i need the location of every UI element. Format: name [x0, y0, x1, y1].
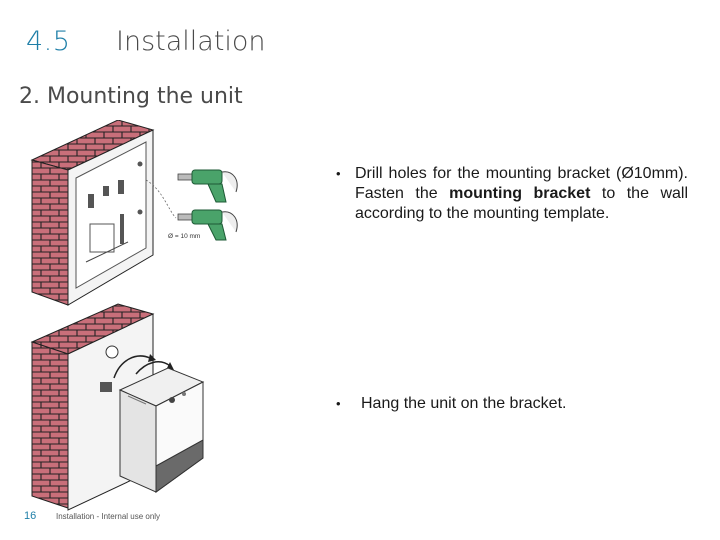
footer-note: Installation - Internal use only — [56, 512, 161, 521]
hang-scene — [30, 303, 205, 511]
step-drill-holes: • Drill holes for the mounting bracket (… — [336, 164, 688, 224]
section-number: 4.5 — [26, 26, 71, 57]
drill-icon — [177, 169, 238, 203]
mounting-diagram: Ø = 10 mm — [30, 119, 238, 511]
step-hang-unit: • Hang the unit on the bracket. — [336, 394, 688, 414]
drill-scene: Ø = 10 mm — [30, 119, 238, 306]
step-text: Hang the unit on the bracket. — [361, 395, 567, 412]
bullet-icon: • — [336, 396, 341, 411]
step-text: Drill holes for the mounting bracket (Ø1… — [355, 164, 688, 224]
subtitle: 2. Mounting the unit — [19, 84, 243, 109]
step-text-part: to the wall according to the mounting te… — [355, 185, 689, 222]
drill-size-label: Ø = 10 mm — [168, 233, 200, 240]
section-title: Installation — [116, 26, 266, 57]
page-number: 16 — [24, 510, 37, 522]
step-text-bold: mounting bracket — [449, 185, 591, 202]
drill-icon — [177, 209, 238, 241]
step-text-part: Drill holes for the mounting bracket (Ø1… — [355, 165, 688, 202]
bullet-icon: • — [336, 166, 341, 181]
water-heater-icon — [118, 367, 205, 493]
installation-illustration: Ø = 10 mm — [28, 119, 308, 525]
